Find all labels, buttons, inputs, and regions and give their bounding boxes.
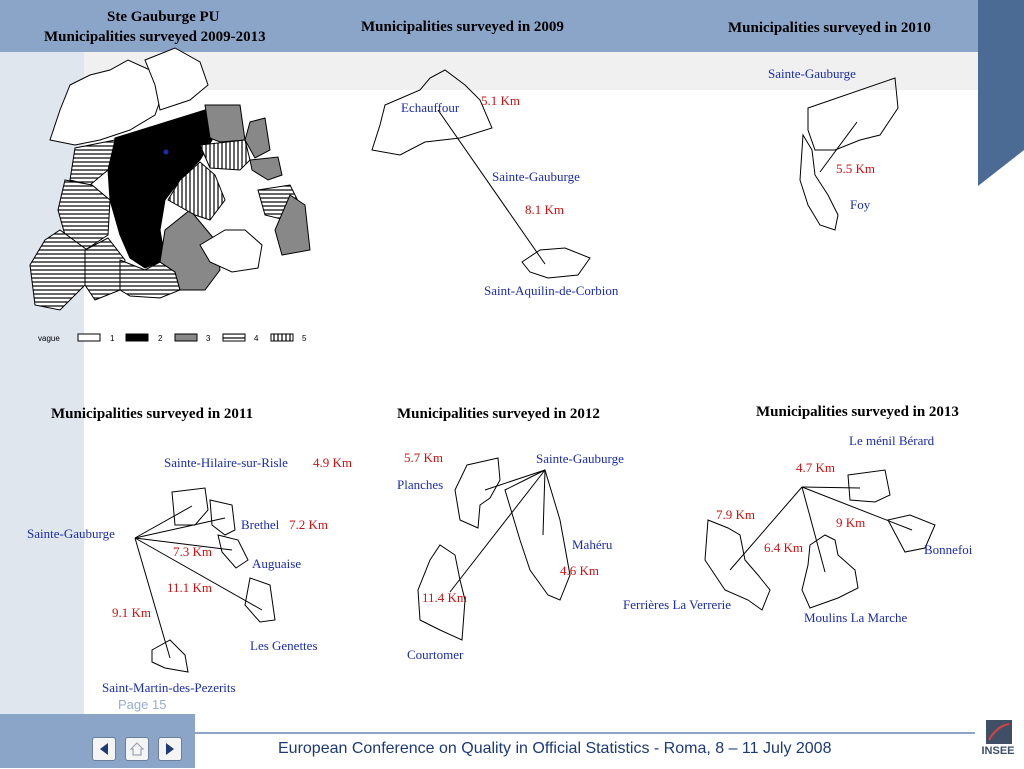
distance-label: 4.9 Km	[313, 455, 352, 470]
main-map-title-line2: Municipalities surveyed 2009-2013	[44, 29, 266, 45]
distance-label: 6.4 Km	[764, 540, 803, 555]
insee-logo-icon	[986, 720, 1012, 744]
legend-item: 2	[158, 334, 163, 343]
place-saint-martin: Saint-Martin-des-Pezerits	[102, 680, 236, 695]
distance-label: 8.1 Km	[525, 202, 564, 217]
distance-label: 11.4 Km	[422, 590, 468, 605]
place-planches: Planches	[397, 477, 444, 492]
insee-logo-text: INSEE	[981, 745, 1015, 757]
place-sainte-gauburge: Sainte-Gauburge	[768, 66, 856, 81]
place-saint-aquilin: Saint-Aquilin-de-Corbion	[484, 283, 619, 298]
triangle-right-icon	[166, 743, 174, 755]
legend-item: 5	[302, 334, 307, 343]
prev-slide-button[interactable]	[92, 737, 116, 761]
place-bonnefoi: Bonnefoi	[924, 542, 973, 557]
next-slide-button[interactable]	[158, 737, 182, 761]
place-courtomer: Courtomer	[407, 647, 464, 662]
map-legend	[77, 333, 294, 342]
title-2012: Municipalities surveyed in 2012	[397, 406, 600, 422]
light-band	[84, 52, 1000, 90]
map-2012	[417, 457, 571, 641]
place-sainte-gauburge: Sainte-Gauburge	[492, 169, 580, 184]
legend-item: 1	[110, 334, 115, 343]
distance-label: 7.3 Km	[173, 544, 212, 559]
place-maheru: Mahéru	[572, 537, 613, 552]
place-foy: Foy	[850, 197, 871, 212]
map-2013	[704, 469, 936, 611]
map-2011	[134, 487, 276, 673]
place-sainte-hilaire: Sainte-Hilaire-sur-Risle	[164, 455, 288, 470]
title-2010: Municipalities surveyed in 2010	[728, 20, 931, 36]
legend-item: 4	[254, 334, 259, 343]
page-number: Page 15	[118, 697, 167, 712]
place-le-menil-berard: Le ménil Bérard	[849, 433, 935, 448]
map-2010	[799, 77, 899, 231]
distance-label: 7.9 Km	[716, 507, 755, 522]
place-les-genettes: Les Genettes	[250, 638, 318, 653]
title-2013: Municipalities surveyed in 2013	[756, 404, 959, 420]
title-2011: Municipalities surveyed in 2011	[51, 406, 254, 422]
place-ferrieres-la-verrerie: Ferrières La Verrerie	[623, 597, 732, 612]
distance-label: 5.1 Km	[481, 93, 520, 108]
top-band	[0, 0, 1024, 52]
main-map-title-line1: Ste Gauburge PU	[107, 9, 220, 25]
footer-divider	[195, 732, 975, 734]
distance-label: 5.5 Km	[836, 161, 875, 176]
distance-label: 5.7 Km	[404, 450, 443, 465]
home-button[interactable]	[125, 737, 149, 761]
main-map	[29, 47, 311, 311]
footer-conference-text: European Conference on Quality in Offici…	[278, 740, 832, 757]
place-moulins-la-marche: Moulins La Marche	[804, 610, 908, 625]
distance-label: 11.1 Km	[167, 580, 213, 595]
distance-label: 9 Km	[836, 515, 866, 530]
place-sainte-gauburge: Sainte-Gauburge	[27, 526, 115, 541]
place-auguaise: Auguaise	[252, 556, 302, 571]
distance-label: 4.6 Km	[560, 563, 599, 578]
home-icon	[129, 742, 145, 756]
legend-item: 3	[206, 334, 211, 343]
right-decor-bar	[978, 0, 1024, 186]
place-sainte-gauburge: Sainte-Gauburge	[536, 451, 624, 466]
legend-title: vague	[38, 334, 60, 343]
triangle-left-icon	[100, 743, 108, 755]
distance-label: 9.1 Km	[112, 605, 151, 620]
title-2009: Municipalities surveyed in 2009	[361, 19, 564, 35]
distance-label: 4.7 Km	[796, 460, 835, 475]
insee-logo: INSEE	[975, 718, 1021, 764]
distance-label: 7.2 Km	[289, 517, 328, 532]
map-2009	[371, 69, 591, 279]
place-echauffour: Echauffour	[401, 100, 460, 115]
place-brethel: Brethel	[241, 517, 280, 532]
